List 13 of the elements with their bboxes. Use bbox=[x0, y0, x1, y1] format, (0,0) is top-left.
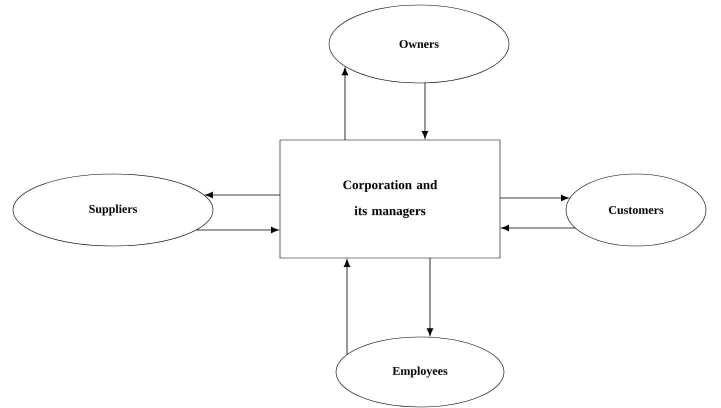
ellipse-node: Owners bbox=[328, 4, 510, 84]
arrow bbox=[500, 194, 569, 202]
ellipse-node: Employees bbox=[336, 336, 504, 408]
process-box: Corporation and its managers bbox=[280, 140, 500, 258]
arrow bbox=[205, 192, 280, 198]
ellipse-node: Customers bbox=[566, 174, 706, 246]
ellipse-node: Suppliers bbox=[12, 174, 214, 246]
arrow bbox=[422, 82, 428, 139]
arrow bbox=[501, 224, 576, 232]
arrow bbox=[344, 259, 350, 356]
arrow bbox=[342, 67, 348, 140]
arrow bbox=[426, 258, 434, 336]
arrow bbox=[196, 226, 279, 234]
